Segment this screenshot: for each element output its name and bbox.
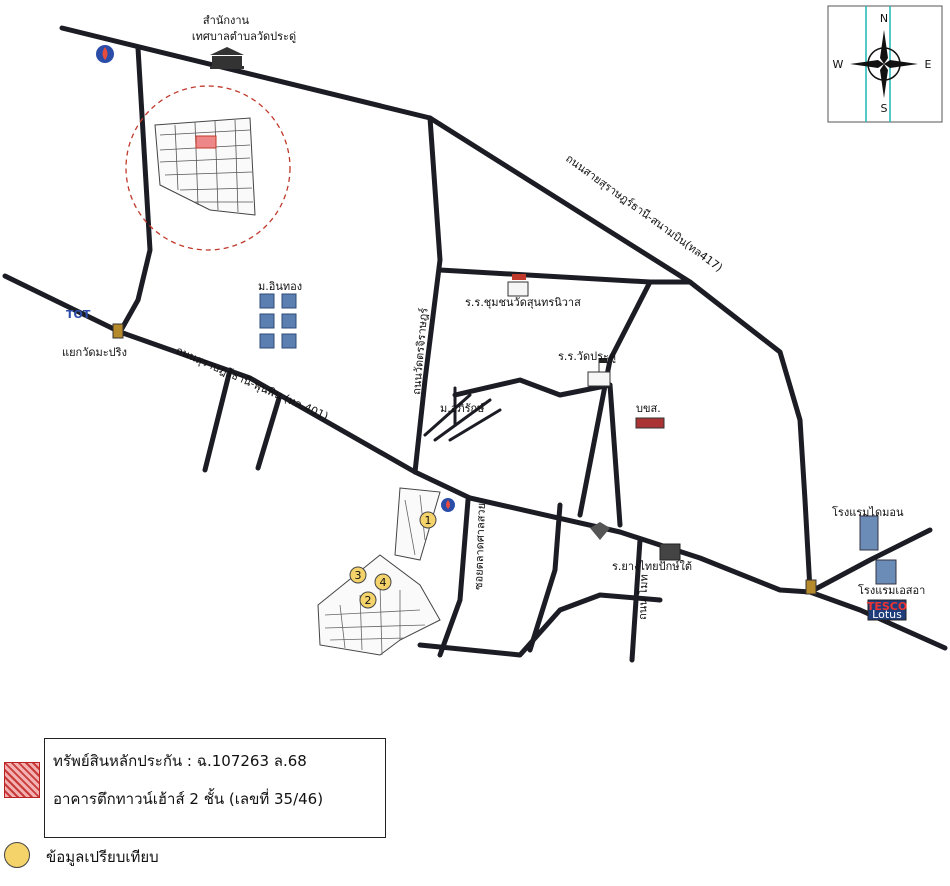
store-label: ร.ยางไทยปักษ์ใต้: [612, 560, 692, 573]
map-labels: สำนักงาน เทศบาลตำบลวัดประดู่ TOT แยกวัดม…: [62, 12, 932, 621]
svg-text:4: 4: [380, 576, 387, 589]
road-east: [807, 589, 948, 651]
hotel-2-label: โรงแรมเอสอา: [858, 583, 925, 597]
road-school-right: [577, 279, 653, 518]
legend-line-2: อาคารตึกทาวน์เฮ้าส์ 2 ชั้น (เลขที่ 35/46…: [53, 790, 324, 808]
moobaan-building-icons: [259, 293, 297, 349]
office-label-1: สำนักงาน: [203, 14, 250, 27]
road-talad: [437, 497, 471, 658]
school-3-label: ม.อภิรักษ์: [440, 402, 485, 415]
road-south-curve: [527, 502, 563, 653]
road-inner: [452, 377, 613, 398]
road-inner-v: [607, 382, 623, 528]
store-icon: [659, 543, 681, 561]
subject-radius-circle: [125, 85, 291, 251]
office-label-2: เทศบาลตำบลวัดประดู่: [192, 30, 296, 43]
tot-label: TOT: [66, 308, 91, 321]
comparison-dot-icon: [4, 842, 30, 868]
road-branch-1: [202, 367, 233, 473]
subject-lot: [195, 135, 217, 149]
road-south-link: [417, 592, 663, 658]
bus-terminal-label: บขส.: [636, 402, 661, 415]
moobaan-label: ม.อินทอง: [258, 280, 302, 293]
subject-property-swatch: [4, 762, 40, 798]
compass-s: S: [881, 102, 888, 115]
compass-rose: [827, 5, 943, 123]
comparison-estate: [317, 487, 441, 656]
comparison-markers: 1 2 3 4: [349, 511, 437, 609]
gas-station-icon-2: [441, 498, 455, 512]
temple-icon: [590, 522, 610, 540]
road-401: [2, 273, 813, 595]
junction-signal-icon: [112, 323, 817, 595]
lotus-sign: [867, 599, 907, 621]
office-icon: [210, 47, 244, 69]
school-2-icon: [587, 358, 611, 387]
subject-estate: [125, 85, 291, 251]
road-network: [2, 25, 948, 663]
marker-4: 4: [374, 573, 392, 591]
school-1-label: ร.ร.ชุมชนวัดสุนทรนิวาส: [465, 296, 581, 309]
road-central: [412, 115, 443, 475]
compass-e: E: [925, 58, 932, 71]
svg-text:3: 3: [355, 569, 362, 582]
school-2-label: ร.ร.วัดประดู่: [558, 350, 616, 363]
hotel-1-label: โรงแรมไดมอน: [832, 505, 904, 519]
comparison-label: ข้อมูลเปรียบเทียบ: [46, 848, 159, 866]
svg-text:1: 1: [425, 514, 432, 527]
road-moo: [629, 537, 643, 663]
road-east-2: [807, 527, 933, 595]
road-401-label: ถนนสุราษฎร์ธานี-พุนพิน (ทล.401): [174, 344, 331, 423]
bus-terminal-icon: [635, 417, 665, 429]
junction-label: แยกวัดมะปริง: [62, 346, 127, 359]
lane-b: [433, 398, 492, 442]
legend-box: ทรัพย์สินหลักประกัน : ฉ.107263 ล.68 อาคา…: [44, 738, 386, 838]
lane-a: [423, 393, 472, 437]
road-left-vertical: [117, 45, 153, 335]
road-branch-2: [255, 392, 283, 471]
lotus-brand-label: TESCO: [867, 600, 907, 613]
road-moo-label: ถนน โมท: [635, 574, 651, 620]
marker-1: 1: [419, 511, 437, 529]
lotus-name-label: Lotus: [872, 608, 902, 621]
marker-3: 3: [349, 566, 367, 584]
hotel-2-icon: [875, 559, 897, 585]
legend-line-1: ทรัพย์สินหลักประกัน : ฉ.107263 ล.68: [53, 752, 307, 770]
gas-station-icon: [96, 45, 114, 63]
road-417-label: ถนนสายสุราษฎร์ธานี-สนามบิน(ทล417): [563, 152, 725, 274]
svg-text:2: 2: [365, 594, 372, 607]
hotel-1-icon: [859, 515, 879, 551]
lane-c: [448, 408, 502, 442]
compass-w: W: [833, 58, 844, 71]
marker-2: 2: [359, 591, 377, 609]
road-school-top: [437, 267, 693, 285]
road-talad-label: ซอยตลาดศาลสวย: [472, 503, 488, 590]
compass-n: N: [880, 12, 888, 25]
school-1-icon: [507, 274, 529, 297]
